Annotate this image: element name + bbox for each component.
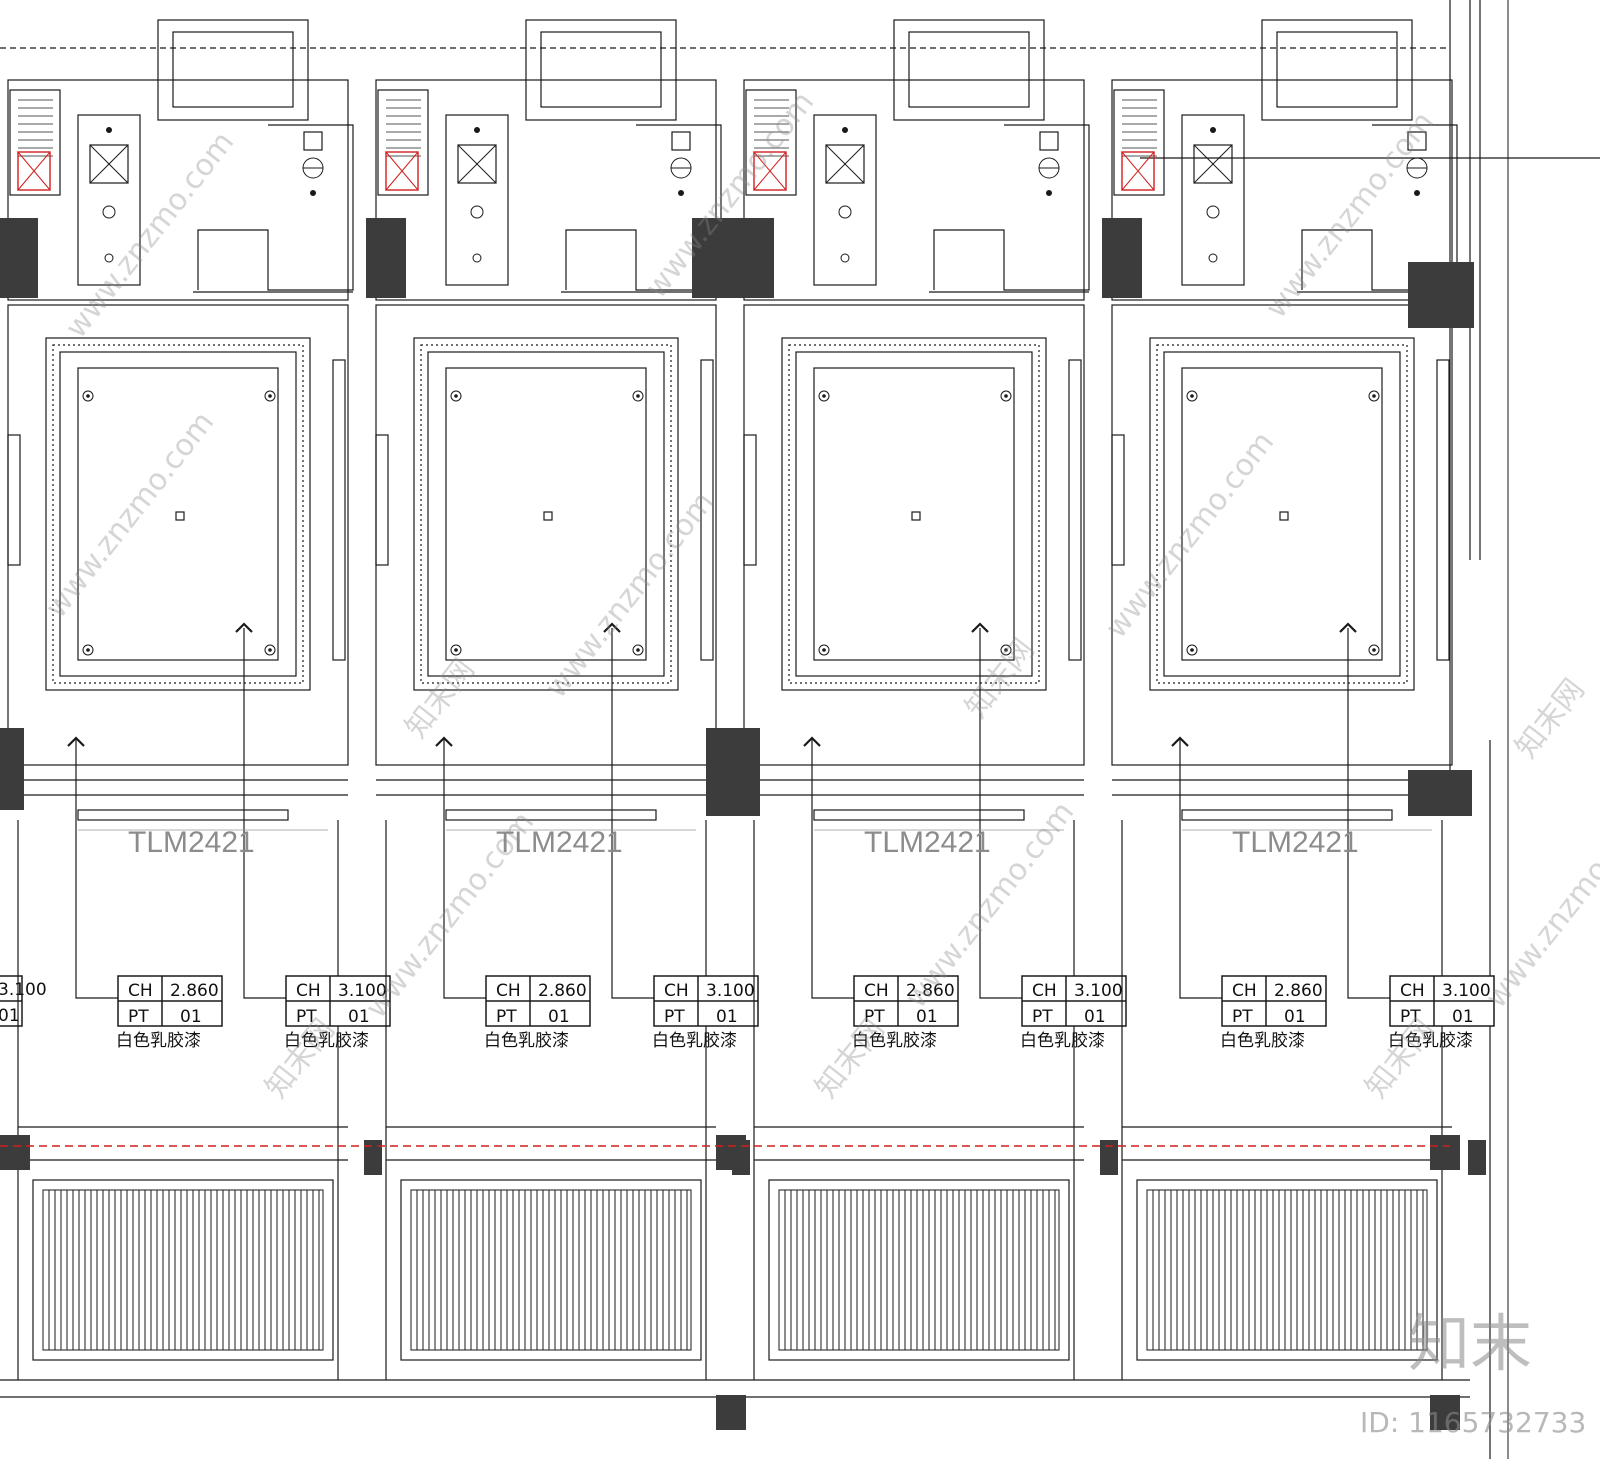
pt-value: 01 [1284, 1007, 1306, 1027]
watermark-brand: 知末网 [809, 1012, 892, 1104]
structural-column [1408, 770, 1472, 816]
ch-label: CH [496, 981, 521, 1001]
pt-label: PT [1400, 1007, 1421, 1027]
structural-column [716, 1395, 746, 1430]
pt-value: 01 [1452, 1007, 1474, 1027]
watermark-site: www.znzmo.com [1099, 425, 1281, 645]
ch-label: CH [296, 981, 321, 1001]
structural-column [1430, 1395, 1460, 1430]
pt-value: 01 [1084, 1007, 1106, 1027]
pt-value: 01 [916, 1007, 938, 1027]
material-label: 白色乳胶漆 [284, 1031, 369, 1051]
pt-label: PT [1032, 1007, 1053, 1027]
ch-value: 3.100 [338, 981, 387, 1001]
pt-value: 01 [548, 1007, 570, 1027]
door-tag: TLM2421 [864, 826, 991, 859]
ch-label: CH [128, 981, 153, 1001]
edge-ch-value: 3.100 [0, 980, 47, 1000]
fan-box [1121, 151, 1155, 191]
watermark-logo: 知末 [1408, 1307, 1532, 1380]
pt-label: PT [128, 1007, 149, 1027]
door-tag: TLM2421 [128, 826, 255, 859]
pt-label: PT [864, 1007, 885, 1027]
door-tag: TLM2421 [1232, 826, 1359, 859]
door-tag: TLM2421 [496, 826, 623, 859]
material-label: 白色乳胶漆 [1388, 1031, 1473, 1051]
edge-pt-value: 01 [0, 1006, 20, 1026]
watermark-site: www.znzmo.com [1479, 795, 1600, 1015]
ch-label: CH [1032, 981, 1057, 1001]
watermark-brand: 知末网 [959, 632, 1042, 724]
ch-label: CH [1232, 981, 1257, 1001]
fan-box [17, 151, 51, 191]
structural-column [706, 728, 760, 816]
ch-value: 3.100 [1442, 981, 1491, 1001]
structural-column [692, 218, 744, 298]
edge-tag: 3.100 01 [0, 975, 47, 1027]
watermark-layer: www.znzmo.com www.znzmo.com www.znzmo.com w… [39, 85, 1600, 1105]
material-label: 白色乳胶漆 [852, 1031, 937, 1051]
material-label: 白色乳胶漆 [1020, 1031, 1105, 1051]
pt-value: 01 [716, 1007, 738, 1027]
watermark-site: www.znzmo.com [539, 485, 721, 705]
pt-value: 01 [180, 1007, 202, 1027]
watermark-id: ID: 1165732733 [1360, 1406, 1586, 1439]
pt-label: PT [496, 1007, 517, 1027]
structural-column [716, 1135, 746, 1170]
pt-label: PT [296, 1007, 317, 1027]
structural-column [0, 1135, 30, 1170]
pt-label: PT [1232, 1007, 1253, 1027]
watermark-brand: 知末网 [1509, 672, 1592, 764]
ch-label: CH [1400, 981, 1425, 1001]
fan-box [385, 151, 419, 191]
fan-box [753, 151, 787, 191]
pt-value: 01 [348, 1007, 370, 1027]
structural-column [1408, 262, 1474, 328]
ch-value: 3.100 [1074, 981, 1123, 1001]
watermark-site: www.znzmo.com [39, 405, 221, 625]
ch-value: 2.860 [170, 981, 219, 1001]
structural-column [0, 728, 24, 810]
material-label: 白色乳胶漆 [116, 1031, 201, 1051]
ch-value: 2.860 [1274, 981, 1323, 1001]
material-label: 白色乳胶漆 [1220, 1031, 1305, 1051]
material-label: 白色乳胶漆 [484, 1031, 569, 1051]
watermark-site: www.znzmo.com [59, 125, 241, 345]
ch-value: 2.860 [538, 981, 587, 1001]
ch-value: 2.860 [906, 981, 955, 1001]
ch-label: CH [664, 981, 689, 1001]
pt-label: PT [664, 1007, 685, 1027]
material-label: 白色乳胶漆 [652, 1031, 737, 1051]
ch-value: 3.100 [706, 981, 755, 1001]
watermark-brand: 知末网 [399, 652, 482, 744]
ch-label: CH [864, 981, 889, 1001]
structural-column [1430, 1135, 1460, 1170]
